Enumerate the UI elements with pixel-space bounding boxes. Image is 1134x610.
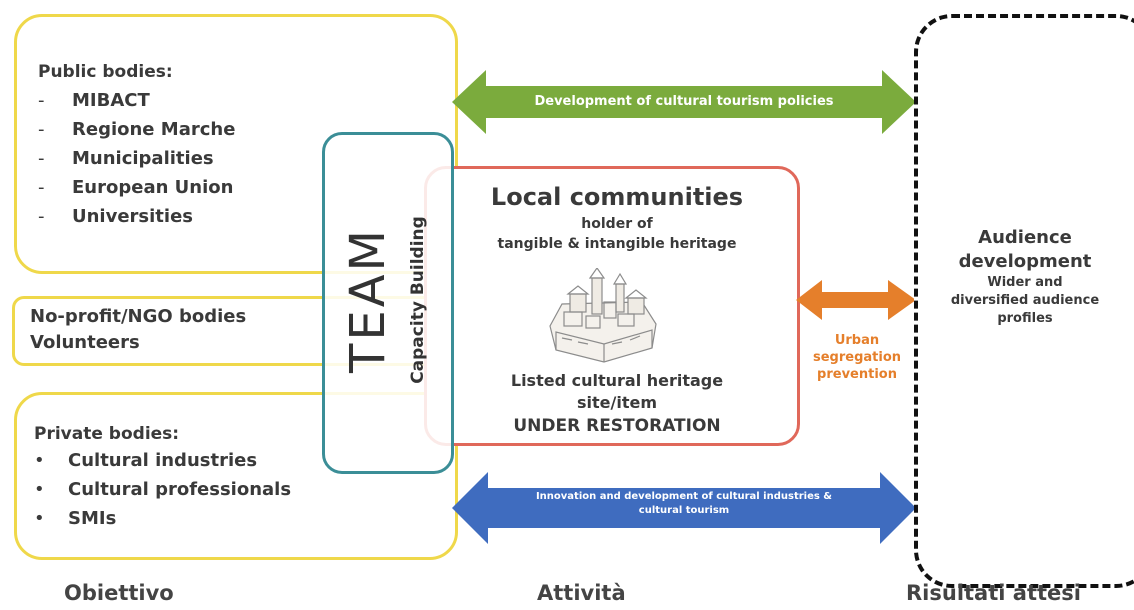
bullet-marker: • (34, 479, 45, 500)
private-item: • Cultural industries (34, 446, 354, 475)
public-item-label: Municipalities (72, 148, 214, 169)
cultural-industries-label-line-1: Innovation and development of cultural i… (535, 491, 833, 502)
public-bodies-title: Public bodies: (38, 62, 173, 82)
private-item-label: Cultural professionals (68, 479, 292, 500)
audience-development-box (914, 14, 1134, 588)
tourism-policies-arrow (452, 70, 916, 134)
listed-heritage-line: Listed cultural heritage (510, 371, 724, 390)
private-item-label: Cultural industries (68, 450, 258, 471)
local-communities-content: Local communities holder of tangible & i… (440, 182, 794, 254)
public-item: - Municipalities (38, 144, 338, 173)
site-item-line: site/item (576, 393, 657, 412)
dash-marker: - (38, 148, 45, 169)
under-restoration-line: UNDER RESTORATION (513, 416, 721, 436)
footer-obiettivo: Obiettivo (64, 581, 174, 605)
private-item: • Cultural professionals (34, 475, 354, 504)
audience-title-line-2: development (958, 251, 1092, 272)
tourism-policies-label: Development of cultural tourism policies (534, 94, 834, 109)
audience-title-line-1: Audience (978, 227, 1072, 248)
public-item: - MIBACT (38, 86, 338, 115)
bullet-marker: • (34, 450, 45, 471)
dash-marker: - (38, 90, 45, 111)
audience-development-content: Audience development Wider and diversifi… (930, 226, 1120, 328)
segregation-label: Urban segregation prevention (796, 332, 918, 383)
segregation-label-text: Urban segregation prevention (812, 333, 902, 382)
ngo-line-1: No-profit/NGO bodies (30, 306, 247, 327)
public-item: - Regione Marche (38, 115, 338, 144)
segregation-arrow (796, 280, 916, 320)
heritage-site-content: Listed cultural heritage site/item UNDER… (440, 370, 794, 438)
private-bodies-title: Private bodies: (34, 424, 180, 444)
ngo-bodies-content: No-profit/NGO bodies Volunteers (30, 304, 246, 356)
audience-sub-line-1: Wider and (987, 275, 1063, 290)
dash-marker: - (38, 177, 45, 198)
audience-sub-line-2: diversified audience (950, 293, 1100, 308)
ngo-line-2: Volunteers (30, 332, 140, 353)
public-item-label: Universities (72, 206, 193, 227)
public-item-label: MIBACT (72, 90, 150, 111)
cultural-industries-label-line-2: cultural tourism (638, 505, 730, 516)
local-communities-title: Local communities (490, 183, 744, 211)
cultural-industries-label: Innovation and development of cultural i… (488, 490, 880, 518)
public-item-label: European Union (72, 177, 234, 198)
public-bodies-list: -MIBACT -Regione Marche -Municipalities … (38, 86, 338, 231)
team-box (322, 132, 454, 474)
private-item: • SMIs (34, 504, 354, 533)
heritage-line: tangible & intangible heritage (497, 236, 737, 252)
cultural-industries-arrow (452, 472, 916, 544)
public-item: - Universities (38, 202, 338, 231)
private-bodies-list: • Cultural industries • Cultural professio… (34, 446, 354, 533)
dash-marker: - (38, 206, 45, 227)
dash-marker: - (38, 119, 45, 140)
audience-sub-line-3: profiles (997, 311, 1053, 326)
public-item-label: Regione Marche (72, 119, 236, 140)
private-item-label: SMIs (68, 508, 117, 529)
village-illustration (549, 268, 657, 363)
public-bodies-content: Public bodies: - MIBACT - Regione Marche -… (38, 62, 338, 231)
bullet-marker: • (34, 508, 45, 529)
footer-attivita: Attività (537, 581, 626, 605)
footer-risultati-attesi: Risultati attesi (906, 581, 1081, 605)
public-item: - European Union (38, 173, 338, 202)
private-bodies-content: Private bodies: • Cultural industries • Cu… (34, 424, 354, 533)
holder-line: holder of (581, 216, 653, 232)
